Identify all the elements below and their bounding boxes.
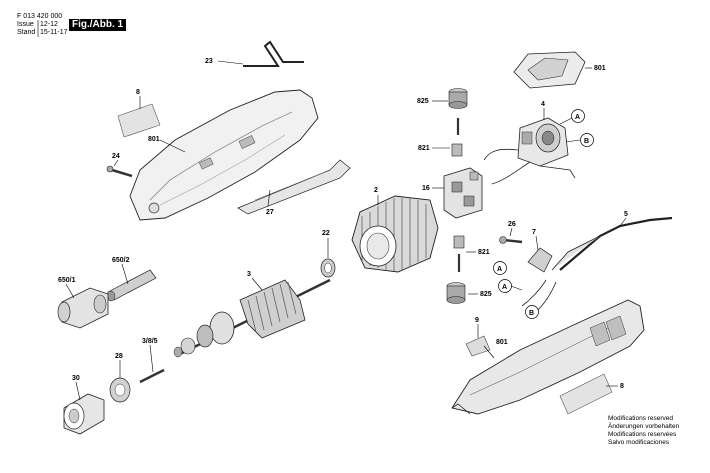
leader-24 <box>113 159 119 167</box>
bearing-ring-22 <box>320 258 336 278</box>
callout-B2: B <box>529 310 534 317</box>
callout-B1: B <box>584 138 589 145</box>
label-8a: 8 <box>136 89 140 96</box>
stand-value: 15-11-17 <box>40 29 68 36</box>
label-4: 4 <box>541 101 545 108</box>
label-sticker-top <box>117 103 161 138</box>
label-9: 9 <box>475 317 479 324</box>
leader-7 <box>535 235 539 251</box>
label-821a: 821 <box>418 145 430 152</box>
wrench-650-2 <box>106 269 157 302</box>
label-650-2: 650/2 <box>112 257 130 264</box>
label-30: 30 <box>72 375 80 382</box>
hanger-wire <box>243 40 304 67</box>
label-801c: 801 <box>496 339 508 346</box>
screw-boss <box>148 202 160 214</box>
leader-27 <box>267 189 271 207</box>
callout-A3: A <box>502 284 507 291</box>
small-label-9 <box>465 335 491 357</box>
issue-value: 12-12 <box>40 21 58 28</box>
armature-3 <box>173 278 331 358</box>
nose-cap-650-1 <box>57 287 109 329</box>
brush-holder-16 <box>443 167 483 219</box>
label-28: 28 <box>115 353 123 360</box>
label-5: 5 <box>624 211 628 218</box>
modification-notes: Modifications reserved Änderungen vorbeh… <box>608 415 679 447</box>
stator-2 <box>351 195 439 273</box>
housing-boss <box>238 135 256 149</box>
housing-cap-30 <box>63 393 105 435</box>
note-line: Salvo modificaciones <box>608 439 670 446</box>
leader-801a <box>159 139 186 153</box>
callout-circle-A1 <box>571 109 585 123</box>
cord-clamp-7 <box>527 247 553 273</box>
housing-rib <box>149 111 293 201</box>
leader-A1 <box>559 117 573 125</box>
carbon-brush-upper <box>451 143 463 157</box>
issue-label: Issue <box>17 21 34 28</box>
leader-801c <box>483 345 495 359</box>
leader-650-1 <box>65 283 75 299</box>
callout-circle-B2 <box>525 305 539 319</box>
label-3: 3 <box>247 271 251 278</box>
label-23: 23 <box>205 58 213 65</box>
document-number: F 013 420 000 <box>17 13 63 20</box>
collet-nut-28 <box>109 377 131 403</box>
label-7: 7 <box>532 229 536 236</box>
label-24: 24 <box>112 153 120 160</box>
leader-30 <box>75 381 81 401</box>
switch-slide-edge <box>254 171 326 201</box>
label-801a: 801 <box>148 136 160 143</box>
leader-A3 <box>510 285 523 291</box>
callout-circle-B1 <box>580 133 594 147</box>
figure-tag: Fig./Abb. 1 <box>69 19 127 31</box>
collet-pin <box>139 368 165 384</box>
screw-24 <box>106 165 133 178</box>
label-650-1: 650/1 <box>58 277 76 284</box>
label-801b: 801 <box>594 65 606 72</box>
housing-half-left <box>129 89 319 221</box>
leader-5 <box>619 217 627 227</box>
label-16: 16 <box>422 185 430 192</box>
brush-cap-825-upper <box>448 88 468 109</box>
leader-3 <box>251 277 263 291</box>
label-825a: 825 <box>417 98 429 105</box>
callout-A2: A <box>497 266 502 273</box>
leader-26 <box>509 227 513 237</box>
leader-650-2 <box>121 263 129 285</box>
label-3-8-5: 3/8/5 <box>142 338 158 345</box>
label-sticker-bottom <box>559 373 613 415</box>
note-line: Änderungen vorbehalten <box>608 423 680 430</box>
label-8b: 8 <box>620 383 624 390</box>
housing-boss <box>198 157 214 170</box>
switch-module-4 <box>483 117 576 185</box>
leader-B1 <box>565 139 581 143</box>
brush-cap-825-lower <box>446 282 466 304</box>
housing-rib <box>159 134 286 206</box>
screw-26 <box>499 236 523 244</box>
note-line: Modifications reserved <box>608 415 674 422</box>
carbon-brush-lower <box>453 235 465 249</box>
housing-half-right <box>451 299 645 415</box>
label-2: 2 <box>374 187 378 194</box>
label-825b: 825 <box>480 291 492 298</box>
stand-label: Stand <box>17 29 36 36</box>
cover-cap-recess <box>527 57 569 81</box>
note-line: Modifications reservées <box>608 431 677 438</box>
leader-23 <box>217 60 244 65</box>
callout-circle-A2 <box>493 261 507 275</box>
label-821b: 821 <box>478 249 490 256</box>
label-22: 22 <box>322 230 330 237</box>
callout-A1: A <box>575 114 580 121</box>
label-27: 27 <box>266 209 274 216</box>
label-26: 26 <box>508 221 516 228</box>
switch-slide <box>237 159 351 215</box>
leader-3-8-5 <box>149 344 154 373</box>
